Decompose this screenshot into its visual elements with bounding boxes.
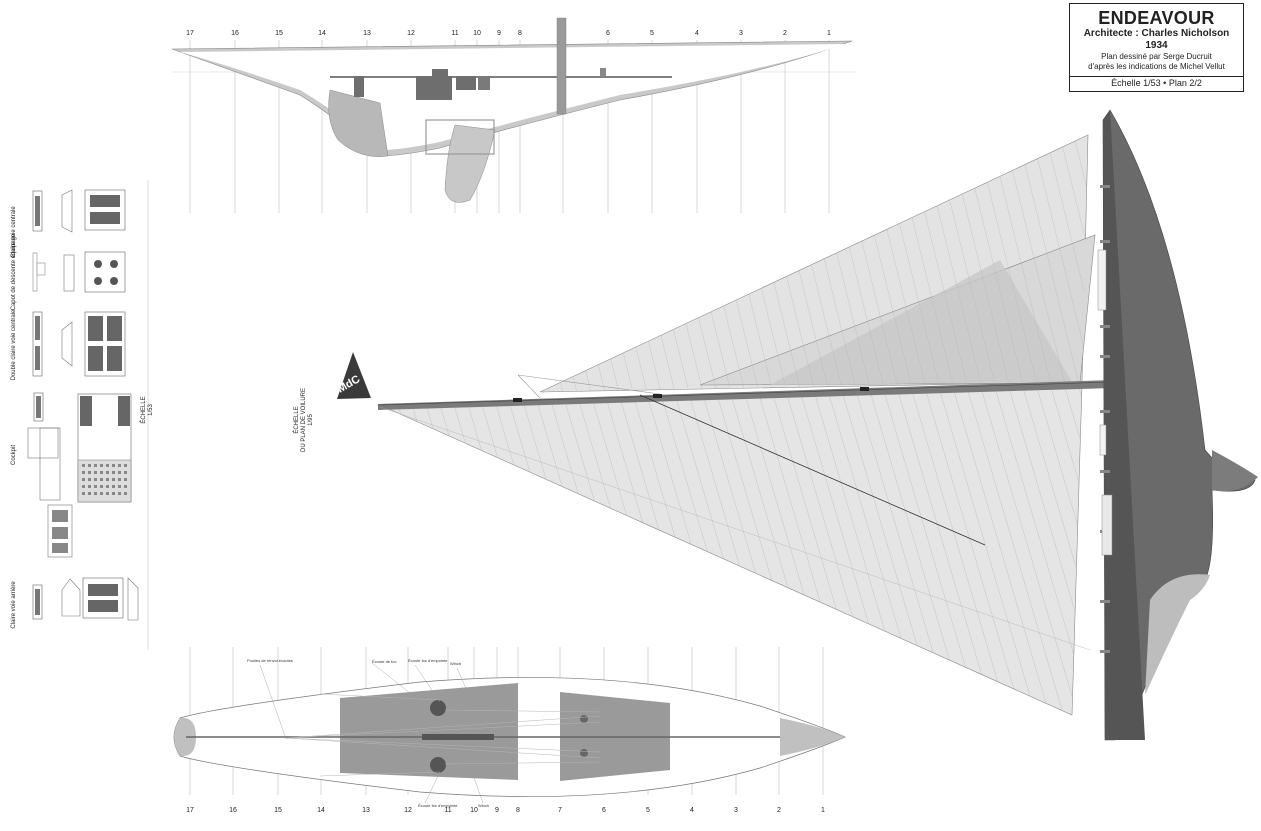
station-label-bottom: 1: [821, 807, 825, 814]
callout-ecoute-foc: Écoute de foc: [372, 659, 396, 664]
sail-scale-line3: 1/95: [308, 414, 314, 426]
station-label-bottom: 8: [516, 807, 520, 814]
station-label-bottom: 11: [444, 807, 451, 814]
deck-fittings-details: Claire voie centrale Capot de descente é…: [11, 180, 154, 650]
callout-foc-empointe-1: Écoute foc d'empointe: [408, 658, 448, 663]
station-label-bottom: 5: [646, 807, 650, 814]
deckhouse-block: [416, 76, 452, 100]
station-label-top: 8: [518, 30, 522, 37]
station-label-bottom: 16: [229, 807, 237, 814]
station-label-bottom: 4: [690, 807, 694, 814]
station-label-bottom: 6: [602, 807, 606, 814]
sail-plan-view: MdC ÉCHELLE DU PLAN DE VOILURE 1/95: [293, 109, 1258, 741]
station-label-top: 9: [497, 30, 501, 37]
station-label-bottom: 17: [186, 807, 194, 814]
station-label-top: 3: [739, 30, 743, 37]
station-label-bottom: 14: [317, 807, 325, 814]
station-label-top: 16: [231, 30, 239, 37]
detail-label-double-claire-voie: Double claire voie centrale: [11, 309, 17, 380]
station-label-top: 4: [695, 30, 699, 37]
aft-deckhouse: [340, 683, 518, 780]
station-label-top: 1: [827, 30, 831, 37]
detail-label-capot-descente: Capot de descente équipage: [11, 233, 17, 310]
station-label-top: 17: [186, 30, 194, 37]
station-label-top: 10: [473, 30, 481, 37]
title-block: ENDEAVOUR Architecte : Charles Nicholson…: [1069, 3, 1244, 92]
deck-plan-view: 17 16 15 14 13 12 11 10 9 8 7 6 5 4 3 2 1: [173, 647, 846, 814]
winch: [430, 700, 446, 716]
station-label-bottom: 10: [470, 807, 478, 814]
mdc-logo: [337, 352, 371, 399]
station-label-bottom: 13: [362, 807, 370, 814]
mast-profile: [556, 17, 567, 115]
architect: Architecte : Charles Nicholson: [1083, 28, 1230, 39]
details-scale-label-1: ÉCHELLE: [140, 396, 147, 423]
callout-winch-1: Winch: [450, 661, 461, 666]
station-label-top: 15: [275, 30, 283, 37]
sail-scale-line2: DU PLAN DE VOILURE: [301, 388, 307, 452]
callout-poulies: Poulies de renvoi écoutes: [247, 658, 293, 663]
based-on: d'après les indications de Michel Vellut: [1088, 62, 1225, 71]
details-scale-label-2: 1/53: [148, 404, 154, 416]
station-label-bottom: 2: [777, 807, 781, 814]
deckhouse-block: [354, 76, 364, 97]
station-label-bottom: 9: [495, 807, 499, 814]
deckhouse-block: [478, 76, 490, 90]
callout-foc-empointe-2: Écoute foc d'empointe: [418, 803, 458, 808]
station-label-bottom: 12: [404, 807, 412, 814]
station-label-top: 6: [606, 30, 610, 37]
sail-scale-line1: ÉCHELLE: [293, 406, 300, 433]
station-label-top: 11: [451, 30, 458, 37]
keel-profile: [328, 89, 389, 157]
station-label-bottom: 3: [734, 807, 738, 814]
detail-label-claire-voie-arriere: Claire voie arrière: [11, 581, 17, 629]
boat-name: ENDEAVOUR: [1098, 8, 1215, 28]
station-label-bottom: 7: [558, 807, 562, 814]
detail-label-cockpit: Cockpit: [11, 445, 17, 465]
station-label-top: 5: [650, 30, 654, 37]
drawn-by: Plan dessiné par Serge Ducruit: [1101, 52, 1212, 61]
station-label-bottom: 15: [274, 807, 282, 814]
detail-label-claire-voie-centrale: Claire voie centrale: [11, 206, 17, 258]
year: 1934: [1145, 40, 1168, 51]
scale-plan: Échelle 1/53 • Plan 2/2: [1111, 78, 1202, 88]
station-label-top: 12: [407, 30, 415, 37]
callout-winch-2: Winch: [478, 803, 489, 808]
deckhouse-block: [456, 76, 476, 90]
station-label-top: 2: [783, 30, 787, 37]
station-label-top: 13: [363, 30, 371, 37]
station-label-top: 14: [318, 30, 326, 37]
rudder-profile: [444, 124, 496, 203]
winch: [430, 757, 446, 773]
